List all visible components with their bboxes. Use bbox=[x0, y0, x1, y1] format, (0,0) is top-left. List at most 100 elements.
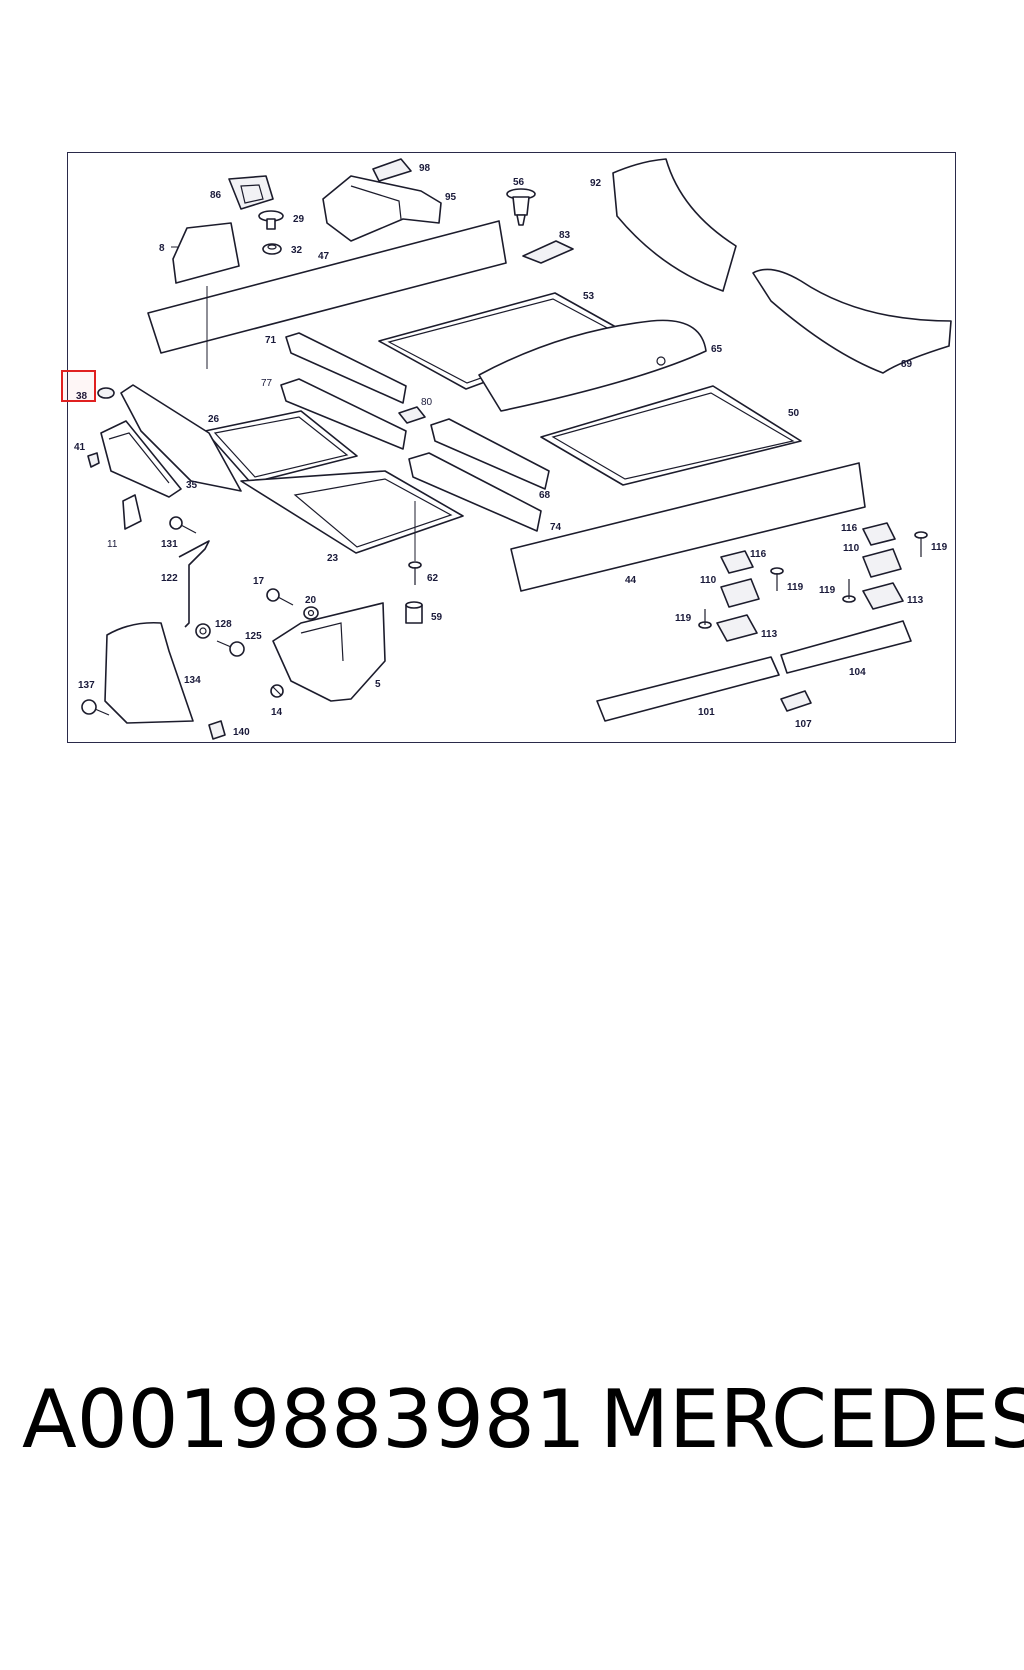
part-41-clip bbox=[87, 452, 100, 468]
part-119-screw-b bbox=[698, 609, 712, 629]
part-44-sill-panel bbox=[510, 462, 866, 592]
callout-113b: 113 bbox=[761, 629, 778, 640]
parts-diagram-frame: 8 86 29 32 47 98 95 56 83 92 89 53 65 71… bbox=[67, 152, 956, 743]
part-110-spacer-right bbox=[862, 548, 902, 578]
part-50-floor-mat bbox=[540, 385, 802, 486]
part-140-clip bbox=[208, 720, 226, 740]
part-104-sill-plate bbox=[780, 620, 912, 674]
callout-62: 62 bbox=[427, 573, 439, 584]
highlighted-part-marker bbox=[61, 370, 96, 402]
part-80-pad bbox=[398, 406, 426, 424]
callout-5: 5 bbox=[375, 679, 381, 690]
callout-107: 107 bbox=[795, 719, 812, 730]
callout-110a: 110 bbox=[843, 543, 860, 554]
part-98-duct-cap bbox=[372, 158, 412, 182]
part-86-clip bbox=[228, 175, 274, 210]
callout-119a: 119 bbox=[931, 542, 948, 553]
caption: A0019883981 MERCEDES bbox=[0, 1370, 1024, 1470]
part-65-tunnel-cover bbox=[478, 319, 707, 412]
part-134-a-pillar-trim bbox=[104, 621, 194, 724]
callout-38: 38 bbox=[76, 391, 88, 402]
callout-89: 89 bbox=[901, 359, 913, 370]
callout-53: 53 bbox=[583, 291, 595, 302]
part-11-clip bbox=[122, 494, 142, 530]
callout-110b: 110 bbox=[700, 575, 717, 586]
exploded-parts-diagram: 8 86 29 32 47 98 95 56 83 92 89 53 65 71… bbox=[74, 158, 952, 740]
part-110-spacer bbox=[720, 578, 760, 608]
callout-119b: 119 bbox=[787, 582, 804, 593]
part-71-seat-rail bbox=[285, 332, 407, 404]
part-119-screw-a bbox=[770, 567, 784, 591]
callout-26: 26 bbox=[208, 414, 220, 425]
callout-23: 23 bbox=[327, 553, 339, 564]
part-122-strap bbox=[178, 540, 210, 628]
part-113-spacer bbox=[716, 614, 758, 642]
callout-14: 14 bbox=[271, 707, 283, 718]
callout-35: 35 bbox=[186, 480, 198, 491]
part-8-side-trim bbox=[171, 222, 240, 284]
callout-101: 101 bbox=[698, 707, 715, 718]
part-47-sill-panel bbox=[147, 220, 507, 369]
part-68-seat-rail bbox=[430, 418, 550, 490]
part-137-bolt bbox=[81, 699, 110, 716]
callout-140: 140 bbox=[233, 727, 250, 738]
part-32-grommet bbox=[262, 243, 282, 255]
callout-128: 128 bbox=[215, 619, 232, 630]
part-89-rear-panel bbox=[752, 268, 952, 374]
callout-56: 56 bbox=[513, 177, 525, 188]
callout-29: 29 bbox=[293, 214, 305, 225]
callout-116b: 116 bbox=[750, 549, 767, 560]
callout-119d: 119 bbox=[675, 613, 692, 624]
callout-86: 86 bbox=[210, 190, 222, 201]
callout-98: 98 bbox=[419, 163, 431, 174]
part-131-bolt bbox=[169, 516, 197, 534]
callout-95: 95 bbox=[445, 192, 457, 203]
callout-47: 47 bbox=[318, 251, 330, 262]
part-77-seat-rail bbox=[280, 378, 407, 450]
part-26-footwell-mat bbox=[204, 410, 358, 484]
callout-59: 59 bbox=[431, 612, 443, 623]
part-29-plug bbox=[258, 210, 284, 230]
part-101-sill-plate bbox=[596, 656, 780, 722]
part-125-bolt bbox=[216, 640, 245, 657]
part-83-bracket bbox=[522, 240, 574, 264]
callout-116a: 116 bbox=[841, 523, 858, 534]
part-116-spacer bbox=[720, 550, 754, 574]
callout-32: 32 bbox=[291, 245, 303, 256]
callout-83: 83 bbox=[559, 230, 571, 241]
callout-68: 68 bbox=[539, 490, 551, 501]
part-119-screw-c bbox=[914, 531, 928, 557]
callout-134: 134 bbox=[184, 675, 201, 686]
part-20-nut bbox=[303, 606, 319, 620]
part-14-screw bbox=[270, 684, 284, 698]
callout-119c: 119 bbox=[819, 585, 836, 596]
callout-8: 8 bbox=[159, 243, 165, 254]
callout-80: 80 bbox=[421, 397, 433, 408]
brand-name: MERCEDES bbox=[600, 1373, 1024, 1466]
part-35-kick-panel bbox=[100, 420, 182, 498]
part-17-screw bbox=[266, 588, 294, 606]
part-23-footwell-mat bbox=[240, 470, 464, 554]
callout-71: 71 bbox=[265, 335, 277, 346]
part-5-kick-panel bbox=[272, 602, 386, 702]
part-56-push-clip bbox=[506, 188, 536, 226]
part-107-clip bbox=[780, 690, 812, 712]
callout-92: 92 bbox=[590, 178, 602, 189]
callout-50: 50 bbox=[788, 408, 800, 419]
part-95-air-duct bbox=[322, 175, 442, 242]
part-74-seat-rail bbox=[408, 452, 542, 532]
callout-125: 125 bbox=[245, 631, 262, 642]
callout-104: 104 bbox=[849, 667, 866, 678]
callout-65: 65 bbox=[711, 344, 723, 355]
callout-17: 17 bbox=[253, 576, 265, 587]
callout-137: 137 bbox=[78, 680, 95, 691]
part-116-spacer-right bbox=[862, 522, 896, 546]
callout-41: 41 bbox=[74, 442, 86, 453]
part-113-spacer-right bbox=[862, 582, 904, 610]
part-119-screw-d bbox=[842, 579, 856, 603]
part-59-bumper bbox=[405, 601, 423, 624]
callout-122: 122 bbox=[161, 573, 178, 584]
part-38-nut bbox=[97, 387, 115, 399]
callout-20: 20 bbox=[305, 595, 317, 606]
part-38-bulkhead-trim bbox=[120, 384, 242, 492]
